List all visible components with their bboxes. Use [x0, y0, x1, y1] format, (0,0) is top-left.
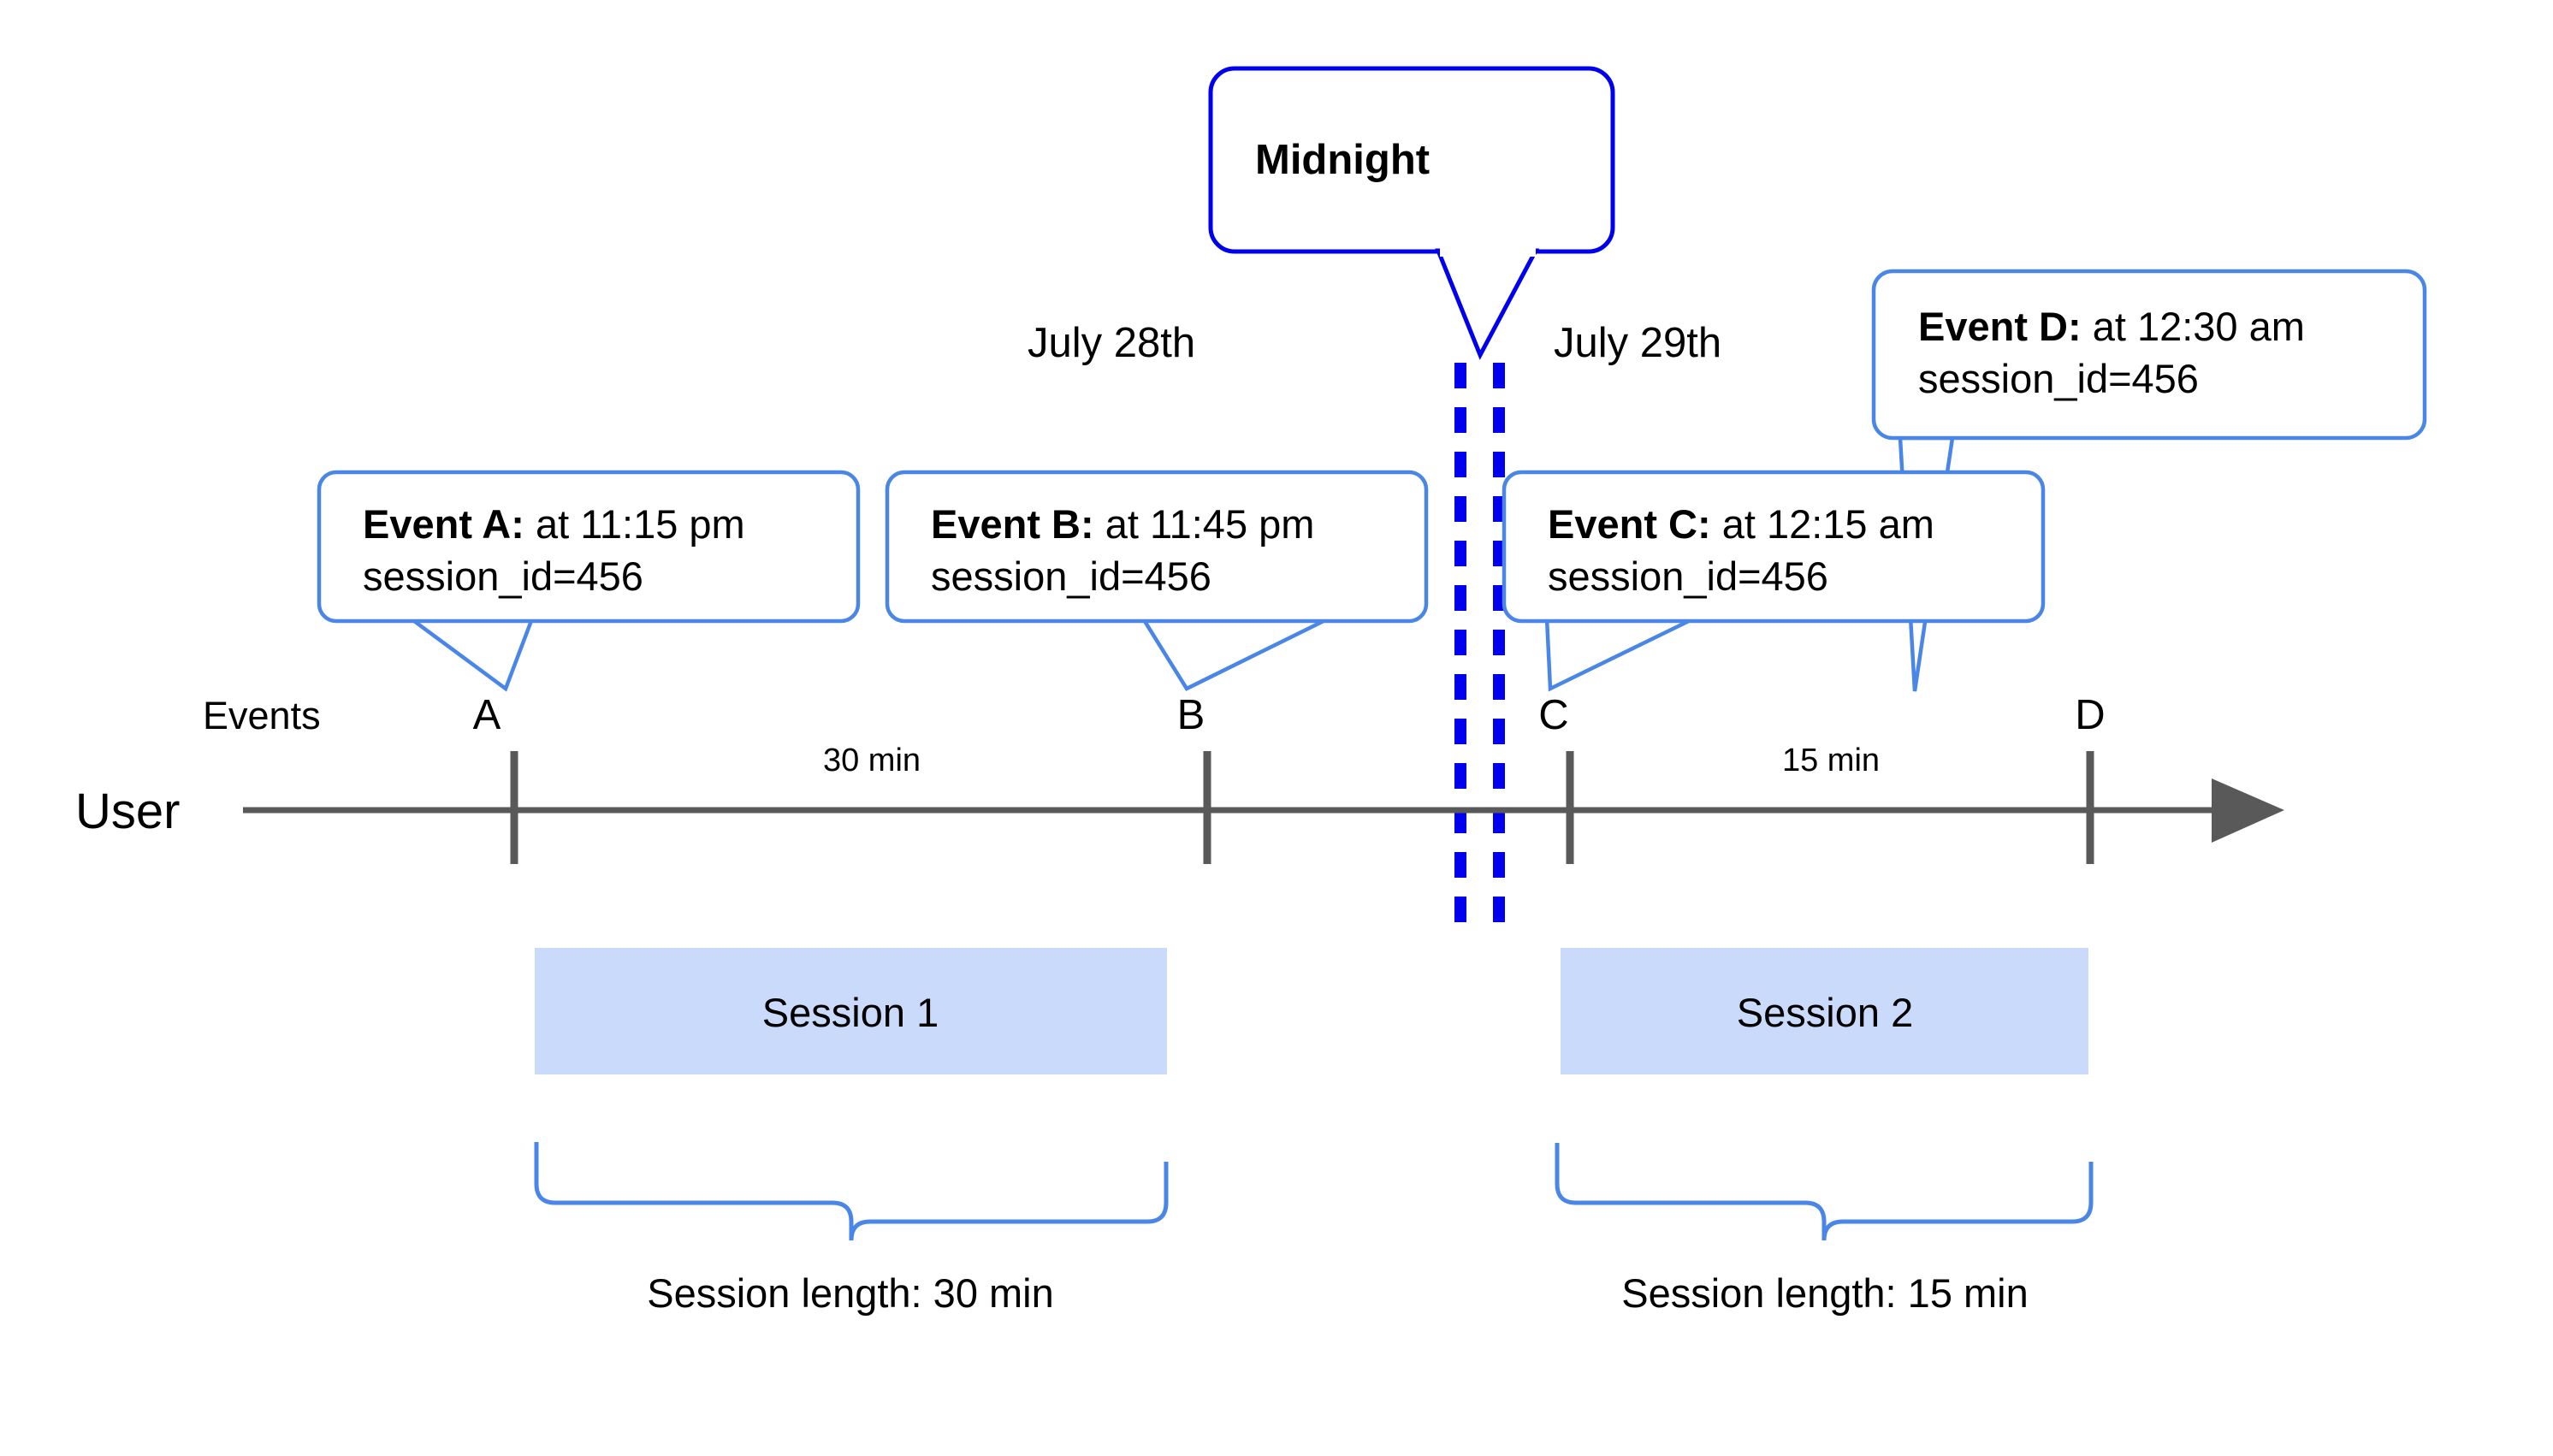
session-brace-2: [1555, 1143, 2094, 1241]
callout-event-d-line2: session_id=456: [1918, 356, 2199, 401]
callout-event-c-line2: session_id=456: [1548, 553, 1828, 599]
midnight-callout-box: [1208, 66, 1615, 254]
callout-event-b-line1: Event B: at 11:45 pm: [931, 501, 1314, 547]
midnight-boundary-lines: [1454, 363, 1505, 928]
callout-event-c: Event C: at 12:15 am session_id=456: [1502, 470, 2046, 692]
midnight-callout-tail: [1435, 248, 1540, 360]
session-bars: Session 1 Session 2: [535, 948, 2088, 1074]
callout-event-a-box: [317, 470, 861, 624]
timeline-arrow-icon: [2212, 778, 2284, 843]
callout-event-c-box: [1502, 470, 2046, 624]
session-length-caption-2: Session length: 15 min: [1621, 1270, 2029, 1316]
callout-event-d-title: Event D:: [1918, 304, 2082, 349]
marker-label-c: C: [1538, 692, 1568, 738]
callout-event-b-tail: [1139, 616, 1330, 691]
callout-event-b-title: Event B:: [931, 501, 1094, 547]
session-bar-2-label: Session 2: [1737, 990, 1913, 1035]
callout-event-b-box: [885, 470, 1429, 624]
session-length-caption-1: Session length: 30 min: [647, 1270, 1054, 1316]
session-bar-1-label: Session 1: [762, 990, 939, 1035]
marker-label-a: A: [473, 692, 501, 738]
duration-label-15-min: 15 min: [1782, 743, 1880, 778]
marker-label-d: D: [2075, 692, 2105, 738]
midnight-callout: Midnight: [1208, 66, 1615, 360]
callout-event-a-tail: [405, 616, 536, 692]
callout-event-c-tail: [1544, 616, 1695, 692]
callout-event-d-detail: at 12:30 am: [2082, 304, 2305, 349]
session-bar-1: [535, 948, 1167, 1074]
callout-event-b: Event B: at 11:45 pm session_id=456: [885, 470, 1429, 691]
events-lane-label: Events: [203, 694, 321, 737]
duration-label-30-min: 30 min: [823, 743, 921, 778]
callout-event-a: Event A: at 11:15 pm session_id=456: [317, 470, 861, 692]
marker-label-b: B: [1177, 692, 1205, 738]
callout-event-a-detail: at 11:15 pm: [524, 501, 745, 547]
callout-event-d-box: [1871, 269, 2427, 441]
callout-event-d-line1: Event D: at 12:30 am: [1918, 304, 2305, 349]
date-label-july-28: July 28th: [1028, 320, 1195, 366]
timeline-axis: [243, 751, 2284, 864]
midnight-tail-seam: [1440, 245, 1536, 257]
callout-event-c-detail: at 12:15 am: [1711, 501, 1934, 547]
callout-event-a-line1: Event A: at 11:15 pm: [363, 501, 745, 547]
callout-event-c-title: Event C:: [1548, 501, 1711, 547]
callout-event-a-line2: session_id=456: [363, 553, 643, 599]
callout-event-b-line2: session_id=456: [931, 553, 1211, 599]
date-label-july-29: July 29th: [1554, 320, 1721, 366]
session-brace-1: [534, 1142, 1169, 1241]
session-bar-2: [1561, 948, 2088, 1074]
callout-event-c-line1: Event C: at 12:15 am: [1548, 501, 1934, 547]
midnight-label: Midnight: [1255, 137, 1430, 183]
session-braces: [534, 1142, 2094, 1241]
callout-event-b-detail: at 11:45 pm: [1094, 501, 1315, 547]
user-lane-label: User: [75, 784, 180, 839]
callout-event-a-title: Event A:: [363, 501, 524, 547]
